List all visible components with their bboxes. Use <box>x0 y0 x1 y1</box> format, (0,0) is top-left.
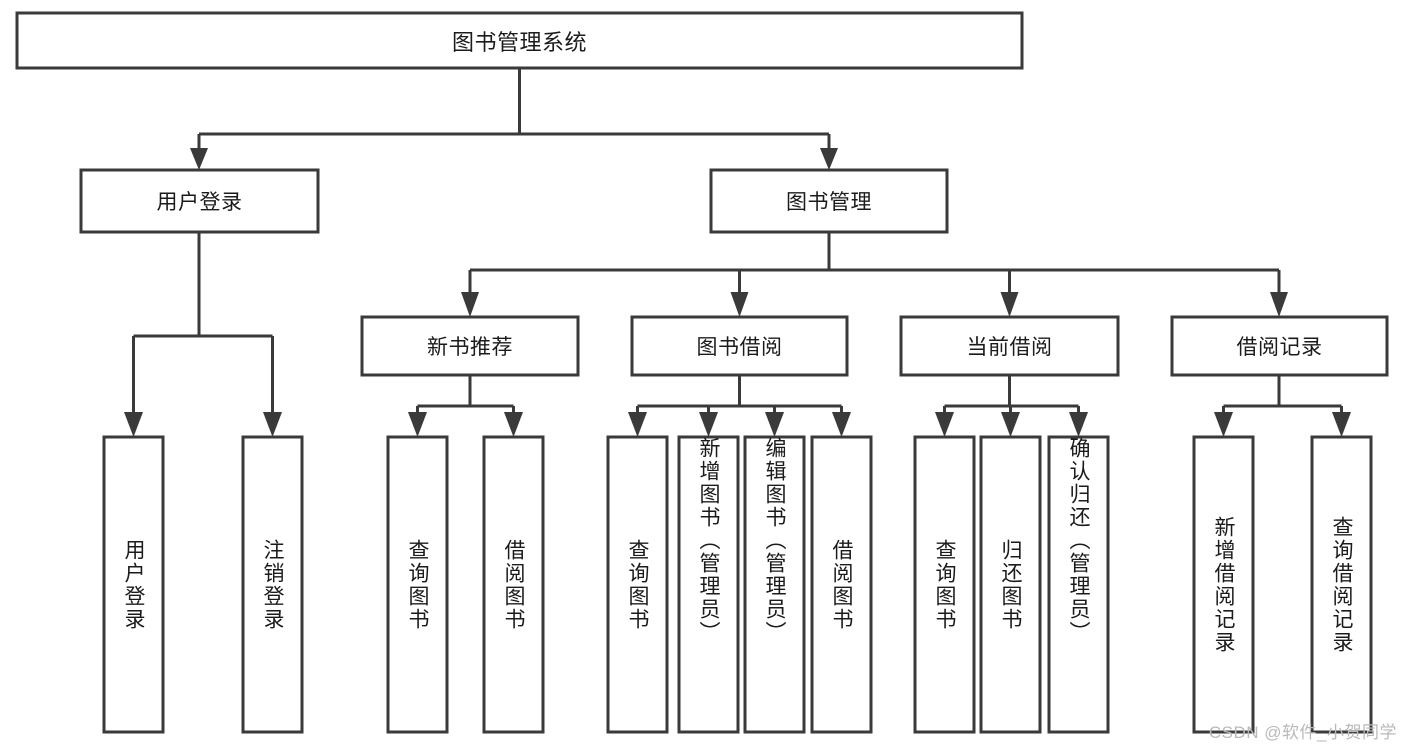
node-box-leaf-query-book-recommend[interactable] <box>386 435 449 734</box>
node-box-user-login[interactable] <box>79 168 320 234</box>
node-box-leaf-borrow-book-recommend[interactable] <box>482 435 545 734</box>
node-box-leaf-return-book[interactable] <box>979 435 1042 734</box>
connector-book-management-to-level3 <box>461 232 1288 317</box>
node-box-leaf-user-login[interactable] <box>102 435 165 734</box>
connector-root-to-level2 <box>190 68 838 170</box>
node-box-leaf-query-book-borrow[interactable] <box>606 435 669 734</box>
node-box-new-book-recommend[interactable] <box>360 315 580 377</box>
node-box-root[interactable] <box>15 11 1024 70</box>
connector-new-book-recommend-to-leaves <box>408 375 523 437</box>
node-box-book-borrow[interactable] <box>630 315 849 377</box>
node-box-book-management[interactable] <box>709 168 949 234</box>
node-box-leaf-confirm-return-admin[interactable] <box>1047 435 1110 734</box>
node-box-leaf-add-borrow-record[interactable] <box>1192 435 1255 734</box>
node-box-leaf-logout[interactable] <box>241 435 304 734</box>
node-box-leaf-query-borrow-record[interactable] <box>1310 435 1373 734</box>
node-box-current-borrow[interactable] <box>899 315 1120 377</box>
connector-borrow-record-to-leaves <box>1214 375 1351 437</box>
node-box-leaf-add-book-admin[interactable] <box>677 435 740 734</box>
node-box-borrow-record[interactable] <box>1170 315 1389 377</box>
node-box-leaf-query-book-current[interactable] <box>913 435 976 734</box>
node-box-leaf-borrow-book[interactable] <box>810 435 873 734</box>
connector-book-borrow-to-leaves <box>628 375 851 437</box>
node-box-leaf-edit-book-admin[interactable] <box>743 435 806 734</box>
connector-current-borrow-to-leaves <box>935 375 1088 437</box>
connector-user-login-to-leaves <box>124 232 282 437</box>
